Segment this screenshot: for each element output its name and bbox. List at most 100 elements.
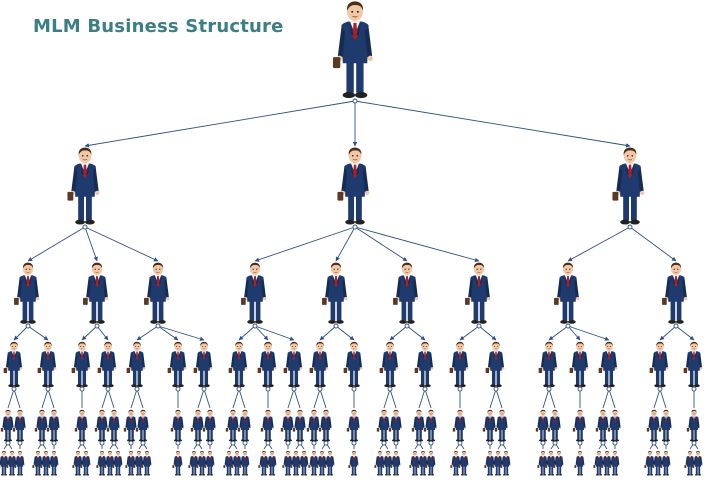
- businessman-icon: [126, 341, 146, 388]
- connector-line: [548, 388, 556, 409]
- connector-node: [657, 386, 663, 392]
- connector-line: [136, 325, 159, 341]
- connector-line: [389, 325, 408, 341]
- businessman-icon: [80, 450, 91, 476]
- businessman-icon: [96, 450, 107, 476]
- connector-node: [540, 440, 546, 446]
- businessman-icon: [94, 409, 108, 442]
- businessman-icon: [172, 450, 183, 476]
- connector-node: [155, 323, 161, 329]
- connector-line: [254, 226, 356, 262]
- connector-line: [335, 226, 356, 262]
- connector-node: [457, 386, 463, 392]
- connector-line: [383, 388, 391, 409]
- connector-node: [393, 440, 399, 446]
- connector-line: [335, 325, 355, 341]
- connector-line: [84, 226, 98, 262]
- businessman-icon: [260, 409, 274, 442]
- businessman-icon: [684, 450, 695, 476]
- businessman-icon: [133, 450, 144, 476]
- connector-node: [404, 323, 410, 329]
- connector-line: [96, 325, 109, 341]
- connector-node: [79, 386, 85, 392]
- businessman-icon: [662, 262, 688, 324]
- connector-node: [79, 440, 85, 446]
- businessman-icon: [46, 409, 60, 442]
- businessman-icon: [348, 450, 359, 476]
- businessman-icon: [318, 409, 332, 442]
- connector-line: [354, 226, 408, 262]
- connector-node: [230, 440, 236, 446]
- businessman-icon: [292, 409, 306, 442]
- connector-line: [136, 388, 144, 409]
- businessman-icon: [538, 341, 558, 388]
- businessman-icon: [346, 409, 360, 442]
- connector-node: [252, 323, 258, 329]
- businessman-icon: [241, 262, 267, 324]
- businessman-icon: [612, 147, 645, 225]
- connector-node: [333, 323, 339, 329]
- businessman-icon: [0, 450, 9, 476]
- connector-node: [297, 440, 303, 446]
- businessman-icon: [382, 450, 393, 476]
- connector-line: [81, 325, 98, 341]
- connector-line: [27, 325, 49, 341]
- businessman-icon: [547, 409, 561, 442]
- connector-line: [238, 325, 256, 341]
- businessman-icon: [379, 341, 399, 388]
- connector-line: [254, 325, 269, 341]
- connector-line: [7, 388, 15, 409]
- connector-node: [311, 440, 317, 446]
- businessman-icon: [309, 341, 329, 388]
- businessman-icon: [170, 409, 184, 442]
- businessman-icon: [683, 341, 703, 388]
- connector-line: [424, 388, 432, 409]
- businessman-icon: [193, 341, 213, 388]
- connector-node: [111, 440, 117, 446]
- businessman-icon: [280, 409, 294, 442]
- businessman-icon: [485, 341, 505, 388]
- connector-node: [493, 386, 499, 392]
- businessman-icon: [692, 450, 703, 476]
- businessman-icon: [574, 450, 585, 476]
- connector-line: [478, 325, 497, 341]
- connector-node: [323, 440, 329, 446]
- businessman-icon: [393, 262, 419, 324]
- connector-node: [291, 386, 297, 392]
- connector-line: [197, 388, 205, 409]
- connector-line: [319, 388, 327, 409]
- connector-node: [691, 440, 697, 446]
- businessman-icon: [569, 341, 589, 388]
- businessman-icon: [409, 450, 420, 476]
- connector-node: [105, 386, 111, 392]
- connector-line: [101, 388, 109, 409]
- connector-node: [45, 386, 51, 392]
- businessman-icon: [67, 147, 100, 225]
- businessman-icon: [482, 409, 496, 442]
- businessman-icon: [104, 450, 115, 476]
- connector-line: [653, 388, 661, 409]
- businessman-icon: [6, 450, 17, 476]
- connector-line: [254, 325, 295, 341]
- connector-line: [354, 100, 631, 148]
- businessman-icon: [106, 409, 120, 442]
- connector-line: [659, 325, 677, 341]
- connector-line: [232, 388, 240, 409]
- businessman-icon: [644, 450, 655, 476]
- businessman-icon: [188, 450, 199, 476]
- connector-line: [495, 388, 503, 409]
- connector-node: [317, 386, 323, 392]
- businessman-icon: [660, 450, 671, 476]
- businessman-icon: [167, 341, 187, 388]
- businessman-icon: [196, 450, 207, 476]
- businessman-icon: [223, 450, 234, 476]
- businessman-icon: [37, 341, 57, 388]
- connector-node: [134, 386, 140, 392]
- connector-line: [406, 325, 426, 341]
- businessman-icon: [97, 341, 117, 388]
- connector-node: [94, 323, 100, 329]
- businessman-icon: [40, 450, 51, 476]
- businessman-icon: [607, 409, 621, 442]
- businessman-icon: [376, 409, 390, 442]
